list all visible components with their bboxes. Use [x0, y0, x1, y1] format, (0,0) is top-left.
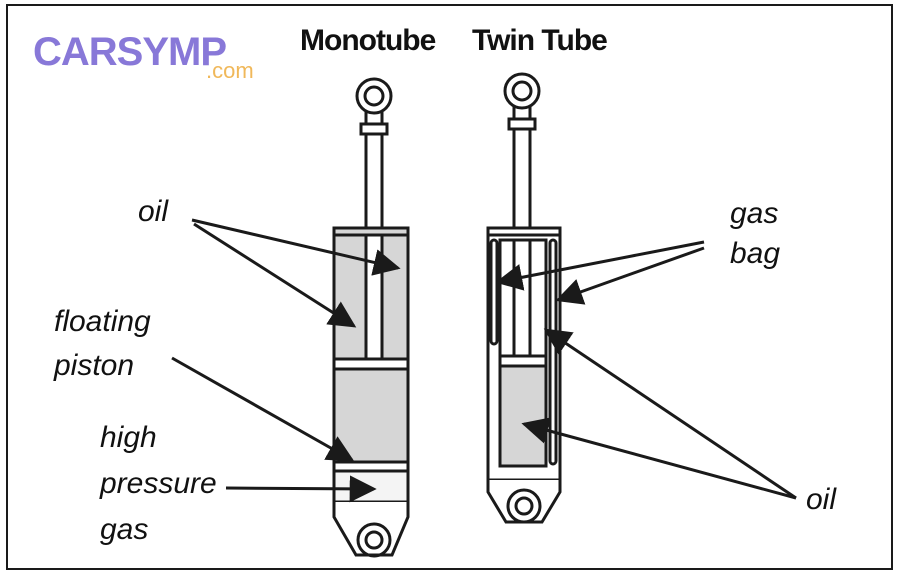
logo-text: CARSYMP [33, 30, 227, 74]
twin-tube-gas-bag-left [489, 238, 499, 346]
twin-tube-top-eye [503, 72, 541, 110]
heading-monotube: Monotube [300, 24, 436, 57]
logo-suffix: .com [206, 58, 254, 83]
arrow-oil-to-mono-top [191, 218, 401, 276]
label-high: high [100, 421, 157, 454]
monotube-main-piston [332, 357, 410, 371]
arrow-high-pressure-gas [225, 475, 377, 503]
monotube-shock [332, 77, 410, 558]
label-gas-bag-bag: bag [730, 237, 781, 270]
label-oil-right: oil [806, 483, 837, 516]
arrow-oil-right-to-inner [543, 328, 797, 500]
label-pressure: pressure [100, 467, 217, 500]
twin-tube-shock [486, 72, 562, 524]
monotube-piston-rod [364, 132, 384, 234]
label-floating: floating [54, 305, 151, 338]
arrow-gas-bag-left [495, 240, 705, 291]
twin-tube-oil [498, 364, 548, 468]
leader-arrows [171, 218, 797, 503]
arrow-oil-to-mono-side [193, 222, 357, 328]
diagram-frame [6, 4, 893, 570]
label-piston: piston [54, 349, 135, 382]
arrow-gas-bag-right [555, 246, 705, 305]
monotube-gas-chamber [332, 469, 410, 504]
monotube-top-eye [355, 77, 393, 115]
heading-twin-tube: Twin Tube [472, 24, 608, 57]
label-gas-bag-gas: gas [730, 197, 779, 230]
label-gas: gas [100, 513, 149, 546]
label-oil-left: oil [138, 195, 169, 228]
twin-tube-piston-rod [512, 127, 532, 234]
arrow-floating-piston [171, 356, 355, 462]
twin-tube-bottom-mount [486, 480, 562, 524]
arrow-oil-right-to-lower [521, 417, 797, 500]
